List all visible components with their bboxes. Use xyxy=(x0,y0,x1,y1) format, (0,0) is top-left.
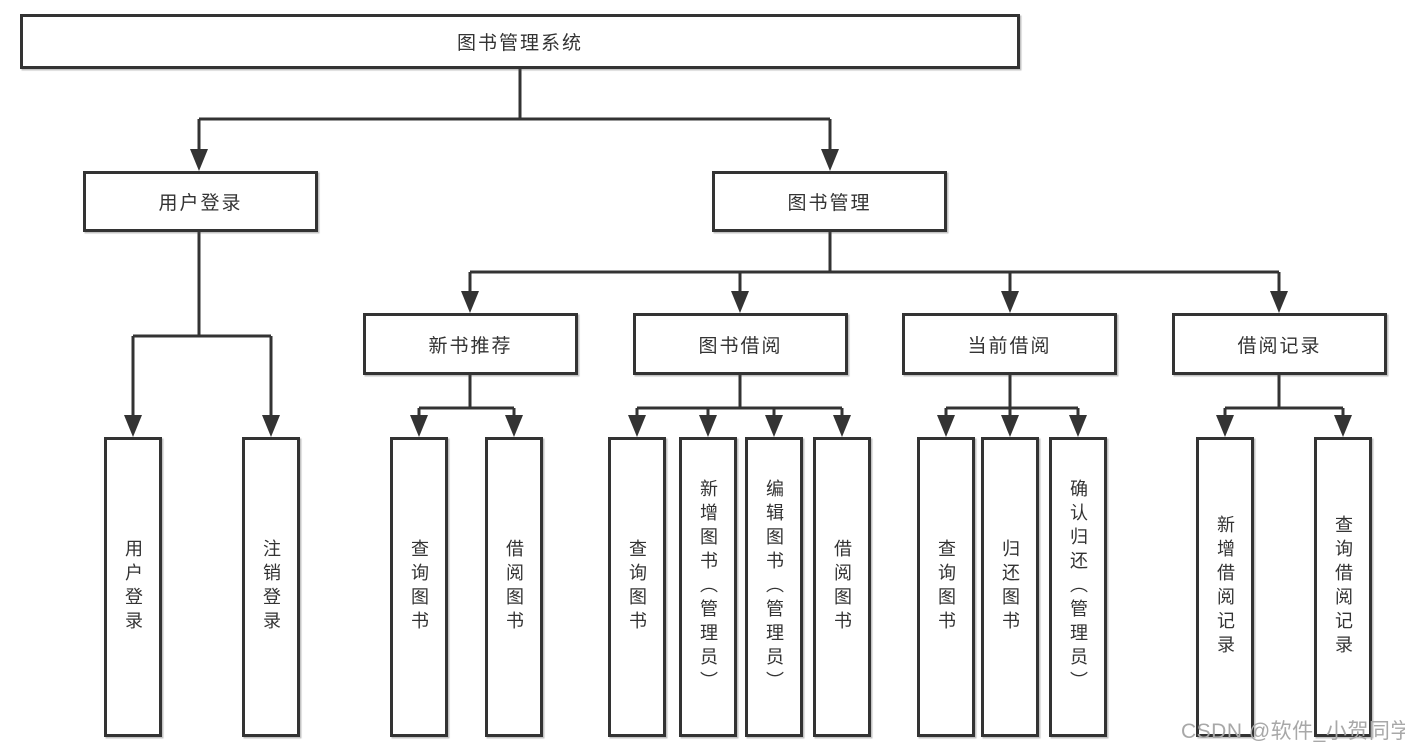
arrowhead xyxy=(1216,415,1234,437)
arrowhead xyxy=(461,291,479,313)
arrowhead xyxy=(699,415,717,437)
node-leaf-query-book-a: 查询图书 xyxy=(390,437,448,737)
connector-borrow-records-split xyxy=(1223,375,1345,416)
arrowhead xyxy=(628,415,646,437)
arrowhead xyxy=(505,415,523,437)
connector-user-login-split xyxy=(131,232,273,418)
node-leaf-add-borrow-record: 新增借阅记录 xyxy=(1196,437,1254,737)
node-label: 查询图书 xyxy=(627,539,647,635)
node-label: 借阅记录 xyxy=(1237,335,1322,357)
node-leaf-query-borrow-record: 查询借阅记录 xyxy=(1314,437,1372,737)
node-borrow-records: 借阅记录 xyxy=(1172,313,1387,375)
node-leaf-borrow-book-b: 借阅图书 xyxy=(813,437,871,737)
arrowhead xyxy=(1069,415,1087,437)
arrowhead xyxy=(190,149,208,171)
arrowhead xyxy=(1270,291,1288,313)
node-leaf-add-book: 新增图书（管理员） xyxy=(679,437,737,737)
arrowhead xyxy=(262,415,280,437)
arrowhead xyxy=(1001,291,1019,313)
node-leaf-logout: 注销登录 xyxy=(242,437,300,737)
node-label: 查询图书 xyxy=(409,539,429,635)
node-label: 借阅图书 xyxy=(504,539,524,635)
arrowhead xyxy=(833,415,851,437)
node-label: 编辑图书（管理员） xyxy=(764,479,784,695)
node-leaf-query-book-c: 查询图书 xyxy=(917,437,975,737)
arrowhead xyxy=(765,415,783,437)
node-book-management: 图书管理 xyxy=(712,171,947,232)
node-label: 用户登录 xyxy=(158,193,243,214)
connector-current-borrow-split xyxy=(944,375,1080,416)
node-leaf-borrow-book-a: 借阅图书 xyxy=(485,437,543,737)
node-label: 图书借阅 xyxy=(698,335,783,357)
node-label: 当前借阅 xyxy=(967,335,1052,357)
node-new-book-recommend: 新书推荐 xyxy=(363,313,578,375)
connector-root-split xyxy=(197,69,832,152)
arrowhead xyxy=(821,149,839,171)
arrowhead xyxy=(1001,415,1019,437)
node-label: 新增借阅记录 xyxy=(1215,515,1235,659)
node-label: 确认归还（管理员） xyxy=(1068,479,1088,695)
node-leaf-return-book: 归还图书 xyxy=(981,437,1039,737)
node-label: 图书管理系统 xyxy=(456,33,583,54)
node-current-borrow: 当前借阅 xyxy=(902,313,1117,375)
arrowhead xyxy=(124,415,142,437)
node-user-login: 用户登录 xyxy=(83,171,318,232)
arrowhead xyxy=(731,291,749,313)
node-label: 新书推荐 xyxy=(428,335,513,357)
arrowhead xyxy=(1334,415,1352,437)
node-leaf-confirm-return: 确认归还（管理员） xyxy=(1049,437,1107,737)
node-leaf-user-login: 用户登录 xyxy=(104,437,162,737)
node-label: 借阅图书 xyxy=(832,539,852,635)
node-label: 归还图书 xyxy=(1000,539,1020,635)
arrowhead xyxy=(410,415,428,437)
node-label: 查询图书 xyxy=(936,539,956,635)
node-root: 图书管理系统 xyxy=(20,14,1020,69)
node-label: 用户登录 xyxy=(123,539,143,635)
watermark: CSDN @软件_小贺同学 xyxy=(1181,720,1405,743)
connector-book-management-split xyxy=(468,232,1281,293)
node-label: 注销登录 xyxy=(261,539,281,635)
node-label: 新增图书（管理员） xyxy=(698,479,718,695)
connector-book-borrow-split xyxy=(635,375,844,416)
node-leaf-edit-book: 编辑图书（管理员） xyxy=(745,437,803,737)
connector-new-book-split xyxy=(417,375,516,416)
arrowhead xyxy=(937,415,955,437)
node-label: 图书管理 xyxy=(787,193,872,214)
node-leaf-query-book-b: 查询图书 xyxy=(608,437,666,737)
node-label: 查询借阅记录 xyxy=(1333,515,1353,659)
node-book-borrow: 图书借阅 xyxy=(633,313,848,375)
